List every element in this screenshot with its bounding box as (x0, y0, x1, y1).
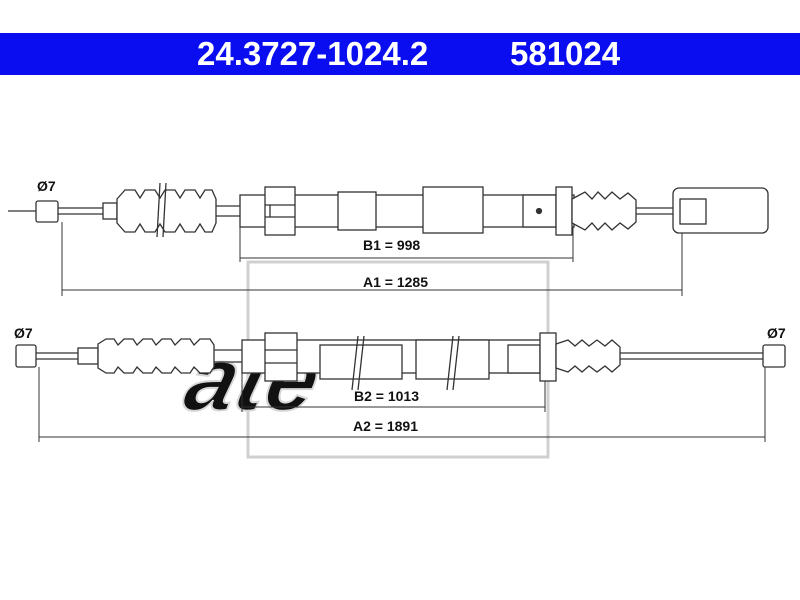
cable-1-dim-b-label: B1 = 998 (363, 237, 420, 253)
cable-2-end-nipple-left (15, 344, 37, 368)
cable-2-bellows-left (97, 338, 215, 374)
cable-2 (15, 332, 786, 391)
part-number: 24.3727-1024.2 (197, 35, 429, 72)
cable-1-diameter-label-left: Ø7 (37, 178, 56, 194)
reference-number: 581024 (510, 35, 621, 72)
cable-1-dimensions (61, 222, 683, 296)
cable-2-dim-b-label: B2 = 1013 (354, 388, 419, 404)
cable-2-end-nipple-right (762, 344, 786, 368)
cable-1-bellows-right (571, 191, 637, 231)
cable-1-end-nipple-left (35, 200, 59, 223)
cable-2-diameter-label-right: Ø7 (767, 325, 786, 341)
cable-1-bellows-left (116, 189, 217, 233)
cable-2-dimensions (38, 367, 766, 442)
cable-2-adjuster-nut (264, 332, 298, 382)
cable-1-dim-a-label: A1 = 1285 (363, 274, 428, 290)
cable-1 (8, 182, 769, 238)
cable-2-bellows-right (555, 339, 621, 373)
cable-2-diameter-label-left: Ø7 (14, 325, 33, 341)
title-bar: 24.3727-1024.2 581024 (0, 33, 800, 75)
cable-2-dim-a-label: A2 = 1891 (353, 418, 418, 434)
